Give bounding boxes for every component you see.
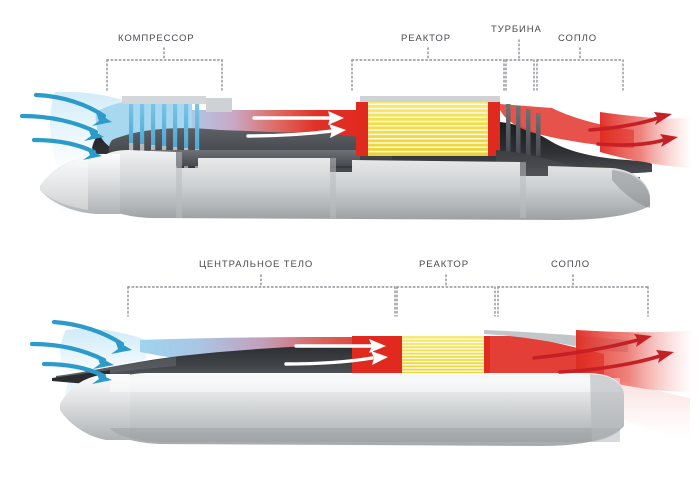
- fuselage-shadow-ramjet: [110, 428, 620, 442]
- turbine-blades: [506, 104, 541, 156]
- duct-arrows-ramjet: [284, 344, 374, 366]
- exhaust-arrowheads-ramjet: [634, 334, 674, 363]
- label-nozzle-turbojet: СОПЛО: [558, 33, 597, 44]
- exhaust-arrows-ramjet: [532, 338, 662, 374]
- bracket-nozzle-ramjet: [497, 274, 649, 317]
- label-nozzle-ramjet: СОПЛО: [551, 259, 590, 270]
- label-central-body: ЦЕНТРАЛЬНОЕ ТЕЛО: [199, 259, 314, 270]
- reactor-core-turbojet: [368, 100, 488, 156]
- duct-arrows-turbojet: [246, 116, 334, 138]
- fuselage-highlight-ramjet: [110, 378, 620, 392]
- tail-cap-ramjet: [590, 374, 624, 442]
- turbojet-engine: [19, 91, 692, 220]
- label-reactor-turbojet: РЕАКТОР: [401, 33, 451, 44]
- bracket-reactor-turbojet: [351, 47, 505, 91]
- reactor-casing: [360, 96, 500, 102]
- bracket-compressor: [106, 47, 223, 91]
- label-turbine: ТУРБИНА: [491, 24, 542, 35]
- bracket-central-body: [127, 274, 396, 317]
- intake-arrowheads-ramjet: [92, 340, 132, 384]
- fuselage-ramjet: [96, 373, 624, 446]
- fuselage-rings: [176, 152, 526, 218]
- casing-step: [206, 98, 232, 112]
- fuselage-turbojet: [88, 150, 650, 220]
- intake-arrowheads-turbojet: [83, 112, 112, 160]
- bracket-reactor-ramjet: [396, 274, 496, 317]
- label-reactor-ramjet: РЕАКТОР: [419, 259, 469, 270]
- ramjet-engine: [29, 319, 694, 446]
- reactor-core-ramjet: [402, 336, 484, 377]
- bracket-turbine: [505, 39, 535, 91]
- nose-cone-turbojet: [40, 154, 120, 214]
- exhaust-arrowheads-turbojet: [654, 112, 678, 147]
- tail-shadow: [612, 170, 650, 208]
- compressor-casing: [122, 96, 206, 104]
- fuselage-nose-ramjet: [60, 374, 130, 440]
- bracket-nozzle-turbojet: [536, 47, 624, 91]
- nose-highlight: [40, 158, 88, 210]
- duct-arrowheads-turbojet: [328, 111, 346, 138]
- duct-arrowheads-ramjet: [369, 339, 388, 365]
- label-compressor: КОМПРЕССОР: [118, 33, 195, 44]
- exhaust-arrows-turbojet: [588, 116, 666, 147]
